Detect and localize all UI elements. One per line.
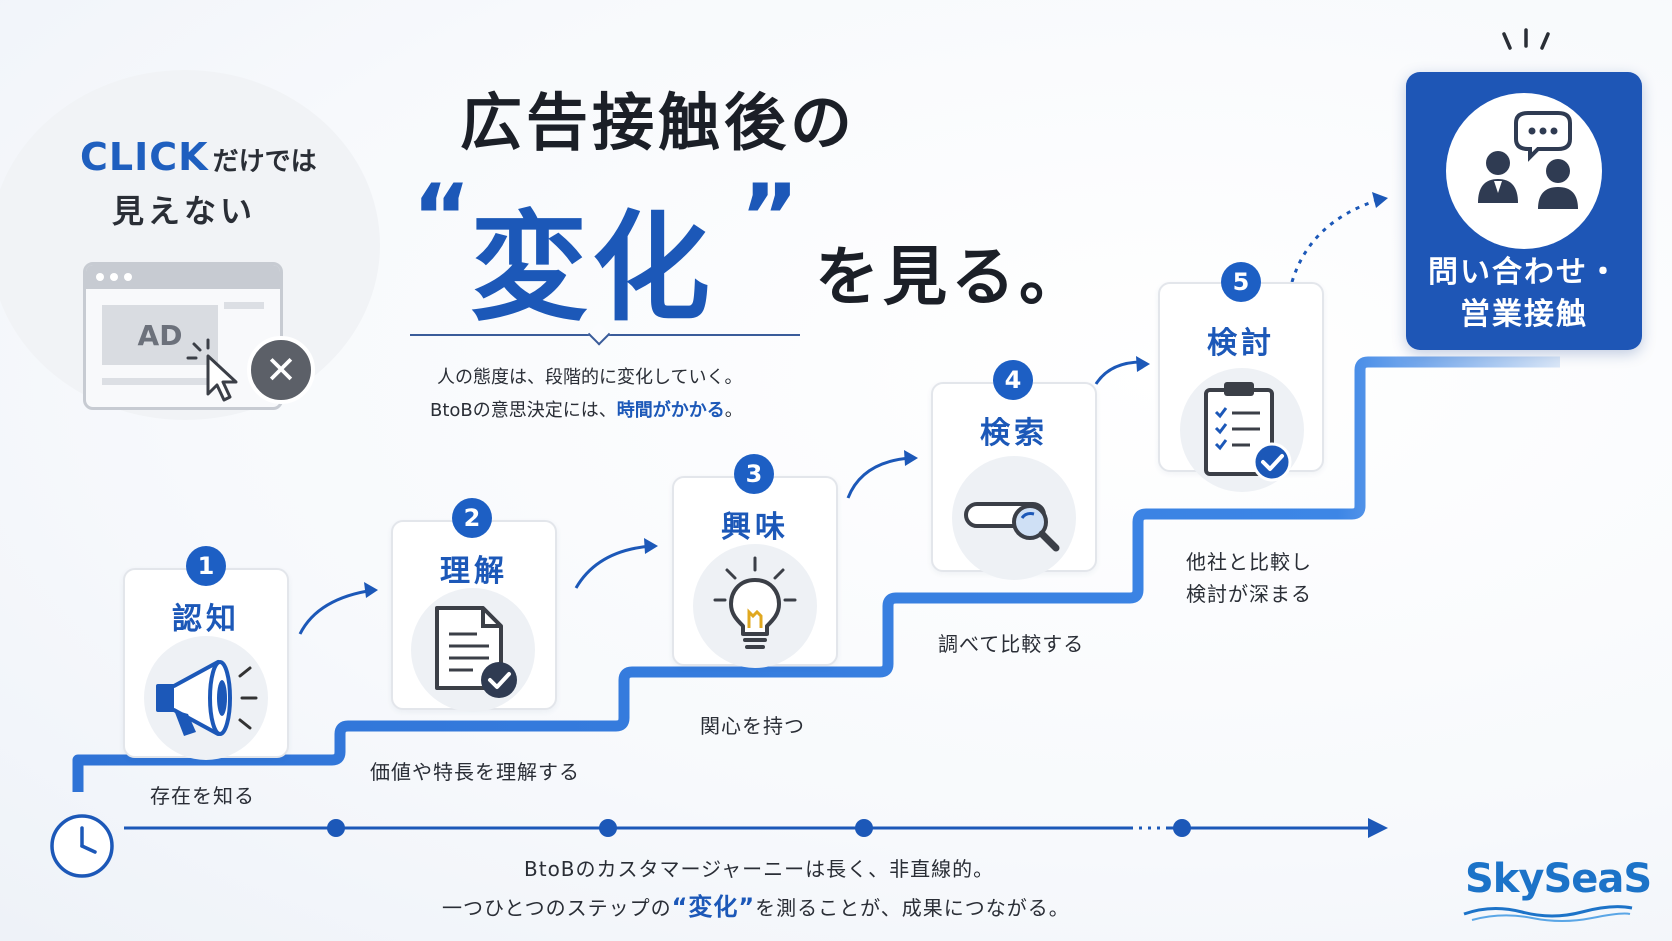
staircase-line	[72, 356, 1560, 792]
step-title-1: 認知	[172, 602, 240, 637]
step-caption-1: 存在を知る	[150, 784, 255, 808]
step-number-5: 5	[1221, 262, 1261, 302]
goal-label: 問い合わせ・ 営業接触	[1406, 252, 1642, 336]
ad-banner: AD	[102, 305, 218, 365]
bottom-line1: BtoBのカスタマージャーニーは長く、非直線的。	[524, 857, 995, 881]
step-arrow	[1094, 360, 1143, 385]
timeline-dot	[327, 819, 345, 837]
step-arrow-head	[644, 538, 658, 554]
clipboard-check-icon	[1204, 382, 1292, 482]
goal-dotted-arrow	[1290, 198, 1379, 283]
clock-icon	[50, 814, 114, 878]
click-intro-line2: 見えない	[112, 192, 257, 230]
step-caption-2: 価値や特長を理解する	[370, 760, 580, 784]
title-emphasis: 変化	[470, 199, 715, 337]
step-arrow-head	[364, 582, 378, 598]
step-arrow	[574, 544, 653, 589]
consultation-icon	[1478, 111, 1578, 209]
timeline-dot	[1173, 819, 1191, 837]
click-word: CLICK	[80, 135, 209, 179]
goal-label-line1: 問い合わせ・	[1428, 255, 1620, 290]
step-number-4: 4	[993, 360, 1033, 400]
brand-wave-icon	[1463, 905, 1633, 922]
step-title-2: 理解	[440, 554, 508, 589]
browser-content-line	[102, 378, 218, 385]
step-caption-5-line1: 他社と比較し	[1186, 550, 1312, 574]
goal-arrow-head	[1372, 192, 1388, 208]
browser-content-line	[224, 302, 264, 309]
browser-dot	[124, 273, 132, 281]
subtitle-line2-prefix: BtoBの意思決定には、	[430, 400, 617, 421]
bottom-line2-prefix: 一つひとつのステップの	[442, 896, 672, 920]
goal-label-line2: 営業接触	[1460, 297, 1588, 332]
close-icon: ✕	[247, 336, 315, 404]
brand-logo: SkySeaS	[1465, 856, 1652, 902]
step-arrow	[298, 588, 375, 635]
browser-titlebar	[86, 265, 280, 289]
step-arrow-head	[1136, 356, 1150, 372]
bottom-line2-suffix: を測ることが、成果につながる。	[755, 896, 1070, 920]
step-title-4: 検索	[980, 416, 1048, 451]
click-rest: だけでは	[212, 147, 317, 177]
browser-dot	[96, 273, 104, 281]
timeline-dot	[855, 819, 873, 837]
step-caption-4: 調べて比較する	[938, 632, 1085, 656]
timeline-dot	[599, 819, 617, 837]
megaphone-icon	[156, 660, 258, 736]
subtitle-line2-highlight: 時間がかかる	[616, 400, 725, 421]
document-check-icon	[435, 606, 517, 698]
step-number-3: 3	[734, 454, 774, 494]
step-title-3: 興味	[721, 510, 789, 545]
title-close-quote: ”	[740, 165, 800, 270]
title-open-quote: “	[412, 165, 472, 270]
step-arrow-head	[904, 450, 918, 466]
step-caption-3: 関心を持つ	[700, 714, 805, 738]
subtitle-line2: BtoBの意思決定には、時間がかかる。	[430, 396, 743, 422]
step-number-1: 1	[186, 546, 226, 586]
step-caption-5-line2: 検討が深まる	[1186, 582, 1312, 606]
step-number-2: 2	[452, 498, 492, 538]
attention-lines-icon	[1502, 28, 1550, 50]
search-bar-icon	[964, 502, 1060, 552]
bottom-line2: 一つひとつのステップの“変化”を測ることが、成果につながる。	[442, 887, 1070, 922]
timeline-arrow-head	[1368, 818, 1388, 838]
bottom-line2-highlight: “変化”	[671, 893, 756, 921]
browser-dot	[110, 273, 118, 281]
lightbulb-icon	[713, 556, 797, 649]
title-line2-rest: を見る。	[815, 241, 1087, 315]
step-arrow	[846, 456, 911, 499]
subtitle-line2-suffix: 。	[724, 400, 743, 421]
step-title-5: 検討	[1207, 326, 1275, 361]
subtitle-line1: 人の態度は、段階的に変化していく。	[437, 367, 743, 388]
title-line1: 広告接触後の	[460, 86, 857, 159]
cursor-click-icon	[186, 338, 238, 402]
